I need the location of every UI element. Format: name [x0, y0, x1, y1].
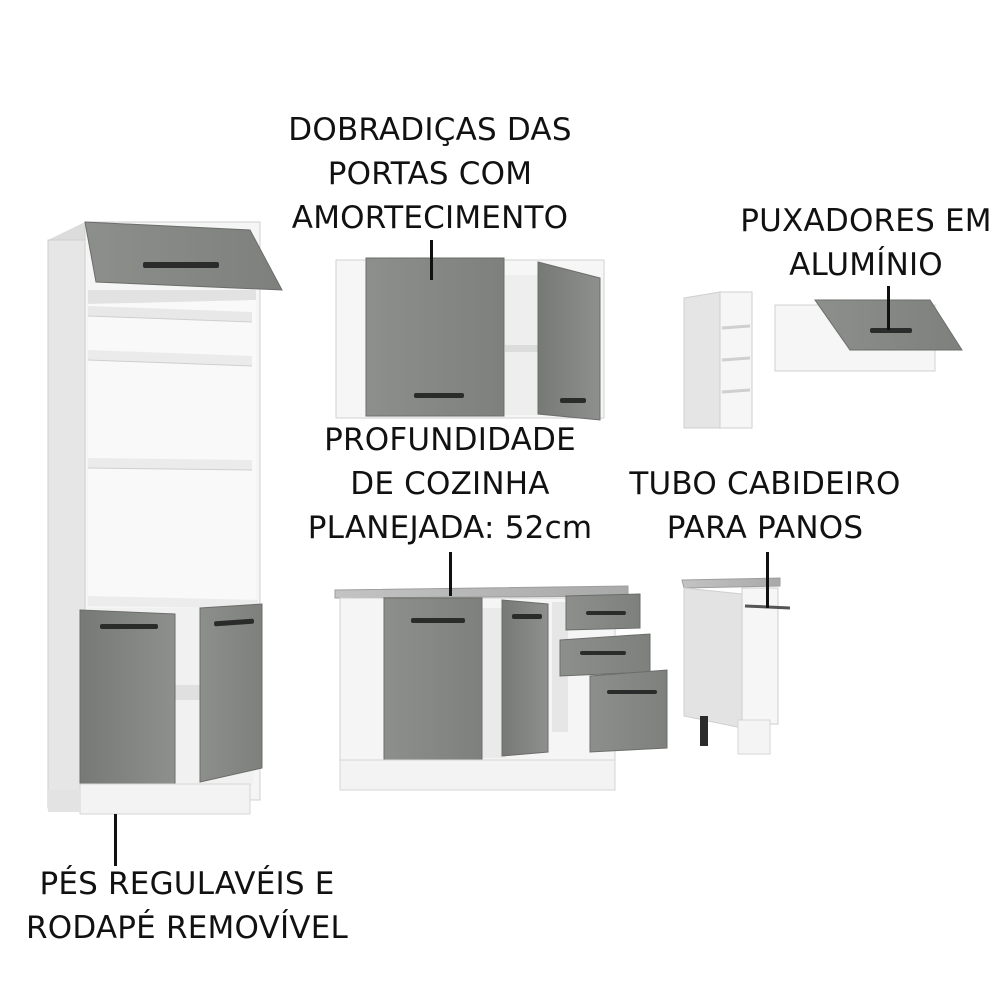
tall-tower-cabinet	[47, 221, 283, 815]
hinges-label: DOBRADIÇAS DAS PORTAS COM AMORTECIMENTO	[270, 108, 590, 240]
base-cabinet-with-drawers	[334, 585, 668, 791]
feet-label-line-1: PÉS REGULAVÉIS E	[39, 866, 335, 902]
towel-rail-label: TUBO CABIDEIRO PARA PANOS	[625, 462, 905, 550]
handles-label-line-2: ALUMÍNIO	[789, 247, 943, 283]
depth-label-line-1: PROFUNDIDADE	[324, 422, 576, 458]
narrow-open-shelf	[683, 291, 753, 429]
hinges-label-line-1: DOBRADIÇAS DAS	[288, 112, 572, 148]
hinges-label-line-3: AMORTECIMENTO	[291, 200, 569, 236]
depth-label-line-2: DE COZINHA	[350, 466, 550, 502]
feet-label: PÉS REGULAVÉIS E RODAPÉ REMOVÍVEL	[18, 862, 356, 950]
towel-rail-label-line-1: TUBO CABIDEIRO	[629, 466, 901, 502]
hinges-label-line-2: PORTAS COM	[327, 156, 533, 192]
hinges-leader-line	[430, 240, 433, 280]
small-upper-cabinet	[774, 299, 963, 372]
handles-leader-line	[887, 286, 890, 330]
depth-leader-line	[449, 552, 452, 596]
towel-rail-leader-line	[766, 552, 769, 608]
feet-leader-line	[114, 814, 117, 866]
handles-label-line-1: PUXADORES EM	[740, 203, 992, 239]
towel-rail-label-line-2: PARA PANOS	[666, 510, 864, 546]
depth-label-line-3: PLANEJADA: 52cm	[307, 510, 593, 546]
narrow-base-towel-rail	[681, 577, 791, 755]
feet-label-line-2: RODAPÉ REMOVÍVEL	[26, 910, 348, 946]
depth-label: PROFUNDIDADE DE COZINHA PLANEJADA: 52cm	[300, 418, 600, 550]
upper-wall-cabinet	[335, 257, 605, 421]
handles-label: PUXADORES EM ALUMÍNIO	[735, 199, 997, 287]
